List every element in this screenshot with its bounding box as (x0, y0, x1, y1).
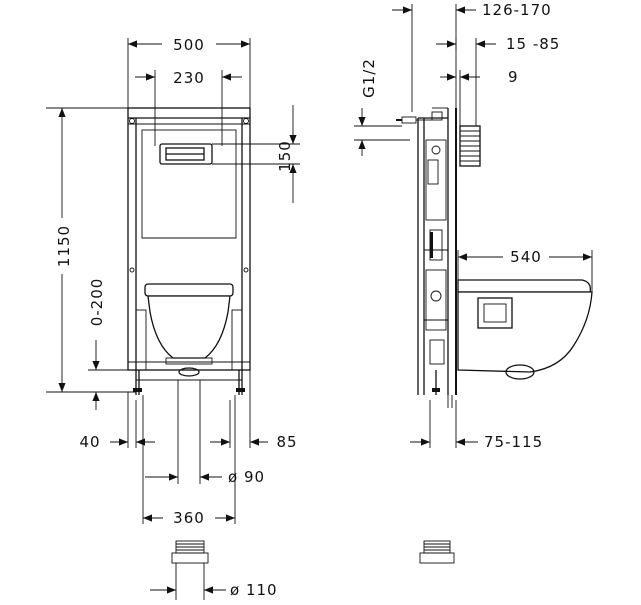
dim-540: 540 (457, 246, 593, 292)
dim-540-label: 540 (510, 248, 542, 266)
frame-side (396, 107, 481, 408)
dim-500: 500 (127, 34, 251, 108)
dim-85-label: 85 (276, 433, 297, 451)
drain-adapter-front (171, 540, 209, 600)
dim-15-85-label: 15 -85 (506, 35, 560, 53)
dim-500-label: 500 (173, 36, 205, 54)
dim-126-170-label: 126-170 (482, 1, 552, 19)
dim-diameter-110: ø 110 (150, 581, 278, 599)
dim-40: 40 (79, 392, 155, 451)
dim-9: 9 (440, 68, 519, 126)
dim-g1-2-label: G1/2 (360, 58, 378, 98)
dim-diameter-90-label: ø 90 (228, 468, 265, 486)
dim-diameter-110-label: ø 110 (230, 581, 278, 599)
dim-150-label: 150 (276, 140, 294, 172)
wc-bowl-front (144, 283, 234, 450)
dim-15-85: 15 -85 (436, 35, 560, 126)
dim-230: 230 (135, 69, 242, 146)
dim-1150: 1150 (46, 107, 136, 393)
drain-adapter-side (419, 540, 455, 564)
dim-9-label: 9 (508, 68, 519, 86)
dim-75-115: 75-115 (410, 400, 543, 451)
dim-360-label: 360 (173, 509, 205, 527)
wc-bowl-side (457, 279, 593, 380)
dim-230-label: 230 (173, 69, 205, 87)
front-view: 500 230 150 1150 (46, 34, 300, 600)
dim-diameter-90: ø 90 (145, 450, 265, 486)
side-view: 126-170 15 -85 9 G1/2 (354, 1, 593, 564)
dim-150: 150 (212, 105, 300, 203)
dim-1150-label: 1150 (55, 225, 73, 267)
dim-126-170: 126-170 (392, 1, 552, 112)
dim-75-115-label: 75-115 (484, 433, 543, 451)
dim-0-200: 0-200 (88, 278, 128, 410)
dim-360: 360 (142, 408, 236, 527)
dim-40-label: 40 (79, 433, 100, 451)
frame-outline (127, 107, 251, 408)
dim-0-200-label: 0-200 (88, 278, 106, 327)
dim-g1-2: G1/2 (354, 58, 410, 156)
dim-85: 85 (210, 370, 297, 451)
